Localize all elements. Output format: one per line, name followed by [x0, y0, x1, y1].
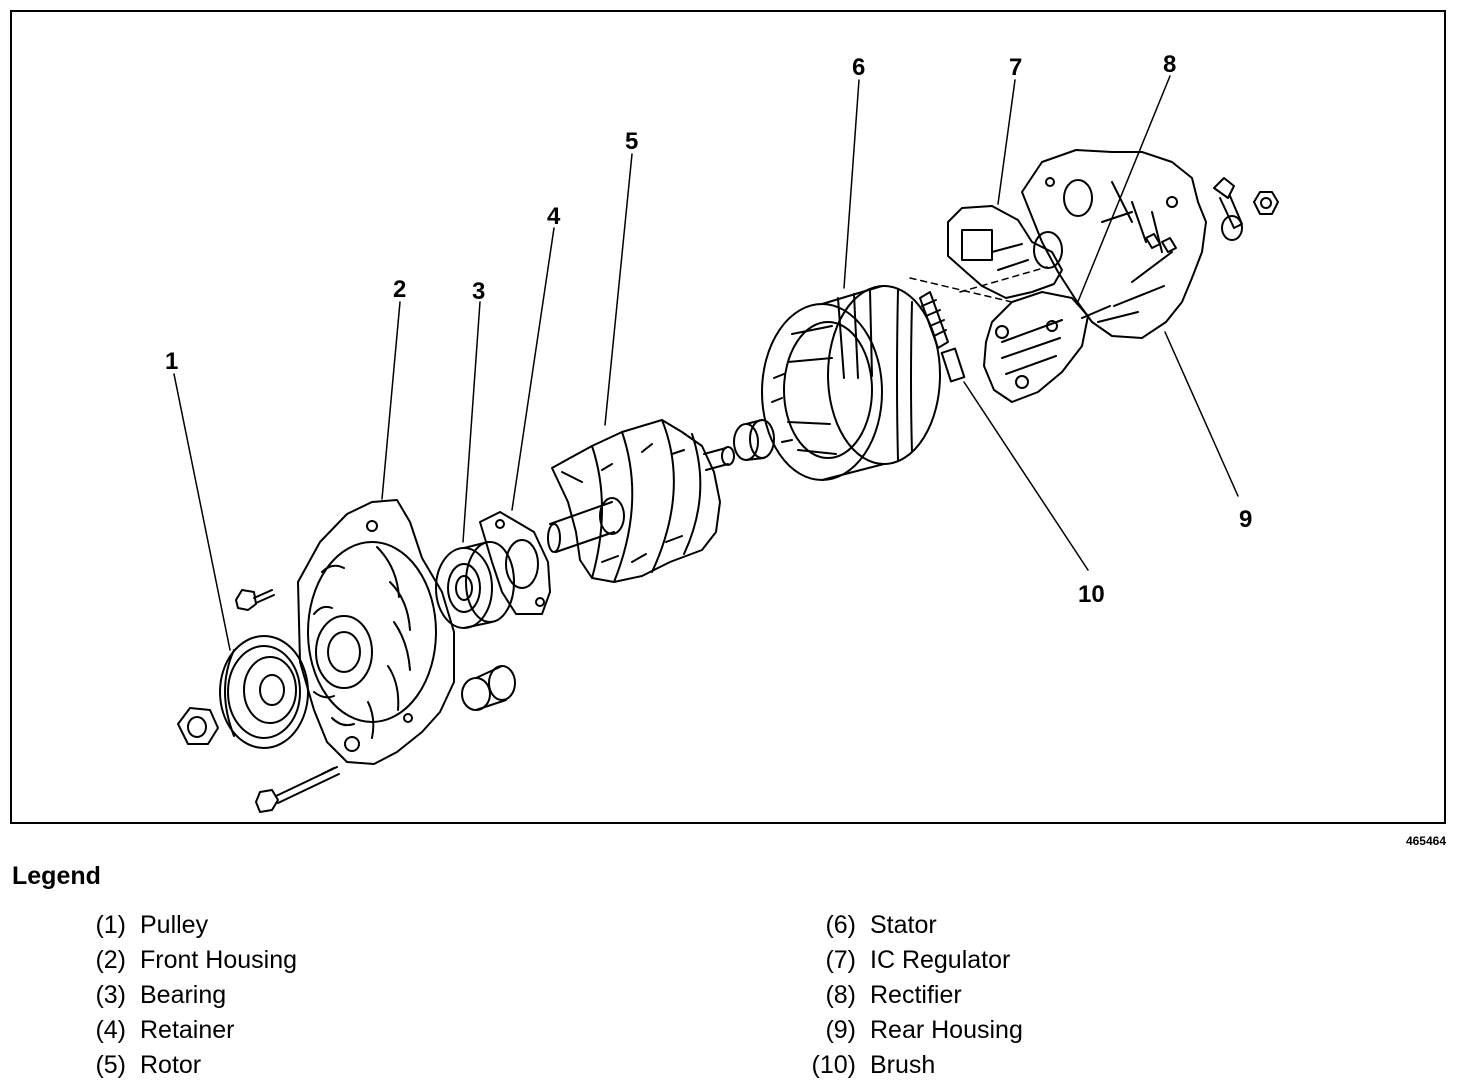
- legend-item-number: (8): [825, 981, 856, 1009]
- legend-item: (4) Retainer: [78, 1015, 235, 1045]
- rectifier-part: [983, 291, 1111, 403]
- bearing-part: [435, 541, 515, 629]
- callout-10: 10: [1078, 581, 1105, 608]
- rear-housing-part: [1021, 149, 1207, 339]
- callout-1: 1: [165, 348, 179, 375]
- legend-item-label: Brush: [870, 1051, 936, 1079]
- legend-item-number: (2): [95, 946, 126, 974]
- legend-item-label: Front Housing: [140, 946, 298, 974]
- legend-item: (8) Rectifier: [808, 980, 962, 1010]
- legend-item-label: IC Regulator: [870, 946, 1011, 974]
- legend-item: (3) Bearing: [78, 980, 226, 1010]
- legend-item: (9) Rear Housing: [808, 1015, 1023, 1045]
- front-housing-part: [297, 499, 455, 765]
- rotor-part: [547, 419, 735, 583]
- legend-item-number: (4): [95, 1016, 126, 1044]
- leader-lines: [173, 75, 1239, 651]
- legend-item: (6) Stator: [808, 910, 937, 940]
- retainer-part: [479, 511, 551, 615]
- legend-item-number: (5): [95, 1051, 126, 1079]
- ic-regulator-part: [947, 205, 1063, 299]
- legend-item-label: Rectifier: [870, 981, 962, 1009]
- legend-item-label: Rotor: [140, 1051, 202, 1079]
- legend-item: (10) Brush: [808, 1050, 936, 1080]
- callout-3: 3: [472, 278, 486, 305]
- figure-id: 465464: [1405, 834, 1446, 848]
- stator-part: [761, 285, 941, 481]
- pulley-nut-part: [177, 707, 219, 745]
- callout-5: 5: [625, 128, 639, 155]
- terminal-nut-part: [1253, 191, 1279, 215]
- legend-item-number: (10): [811, 1051, 856, 1079]
- terminal-bolt-part: [1213, 177, 1243, 241]
- callout-6: 6: [852, 54, 866, 81]
- legend-item-label: Rear Housing: [870, 1016, 1023, 1044]
- legend-item-number: (7): [825, 946, 856, 974]
- legend-item-label: Bearing: [140, 981, 227, 1009]
- callout-8: 8: [1163, 51, 1177, 78]
- rear-bearing-part: [733, 419, 775, 461]
- through-bolt-part: [255, 766, 340, 813]
- legend-title: Legend: [12, 862, 101, 890]
- callout-7: 7: [1009, 54, 1023, 81]
- legend-item-label: Pulley: [140, 911, 209, 939]
- legend-item: (7) IC Regulator: [808, 945, 1010, 975]
- exploded-view-diagram: 1 2 3 4 5 6 7 8 9 10: [10, 10, 1446, 824]
- legend-item: (1) Pulley: [78, 910, 208, 940]
- legend-item-number: (1): [95, 911, 126, 939]
- legend-item-label: Retainer: [140, 1016, 235, 1044]
- legend-item-label: Stator: [870, 911, 937, 939]
- pulley-part: [219, 635, 309, 749]
- spacer-collar-part: [461, 665, 516, 711]
- alternator-drawing: [173, 75, 1279, 813]
- brush-part: [919, 291, 966, 383]
- legend-item: (5) Rotor: [78, 1050, 201, 1080]
- legend-item-number: (6): [825, 911, 856, 939]
- legend-item: (2) Front Housing: [78, 945, 297, 975]
- callout-9: 9: [1239, 506, 1253, 533]
- legend-item-number: (3): [95, 981, 126, 1009]
- callout-4: 4: [547, 203, 561, 230]
- legend-item-number: (9): [825, 1016, 856, 1044]
- front-housing-screw-part: [235, 589, 275, 611]
- callout-2: 2: [393, 276, 407, 303]
